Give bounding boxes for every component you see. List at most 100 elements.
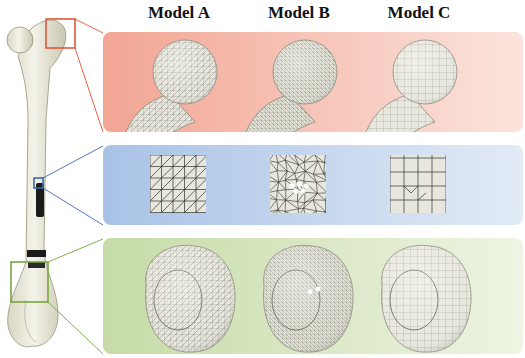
mesh-edge [162,167,174,179]
mesh-edge [196,167,206,179]
mesh-edge [150,190,162,202]
mesh-edge [304,162,305,171]
mesh-edge [277,191,285,200]
mesh-edge [304,192,305,202]
mesh-edge [313,200,326,212]
mesh-edge [325,155,326,163]
mesh-edge [286,189,298,200]
shaft-mesh-patches [150,151,450,224]
mesh-edge [313,161,317,174]
mesh-edge [277,199,286,200]
mesh-edge [316,182,318,193]
mesh-edge [305,171,316,182]
mesh-edge [295,173,296,179]
mesh-edge [185,167,197,179]
mesh-edge [285,180,298,189]
mesh-edge [162,190,174,202]
mesh-edge [196,178,206,190]
mesh-edge [285,190,286,200]
implant-plate [27,250,46,257]
mesh-patch [390,155,446,213]
mesh-marker [300,188,305,193]
mesh-edge [173,178,185,190]
mesh-edge [298,209,299,213]
mesh-edge [313,174,326,180]
mesh-edge [432,155,433,213]
mesh-edge [185,155,197,167]
mesh-edge [270,161,278,163]
mesh-edge [162,213,174,214]
mesh-edge [279,182,286,189]
mesh-edge [270,198,277,200]
mesh-edge [279,180,285,182]
mesh-edge [173,155,185,167]
mesh-edge [277,170,287,171]
mesh-edge [277,171,279,183]
mesh-edge [162,178,174,190]
mesh-edge [285,200,286,211]
mesh-patch [150,155,206,213]
mesh-edge [276,191,278,200]
mesh-marker [293,188,298,193]
mesh-edge [185,190,197,202]
mesh-edge [306,211,317,213]
mesh-edge [297,202,304,203]
mesh-edge [285,155,286,160]
mesh-edge [446,155,447,213]
mesh-edge [162,201,174,213]
mesh-edge [173,213,185,214]
mesh-edge [150,178,206,179]
mesh-edge [304,208,306,213]
mesh-edge [150,155,162,167]
mesh-edge [313,193,317,199]
mesh-edge [270,171,277,175]
mesh-edge [196,155,197,213]
mesh-edge [173,155,174,213]
zoom-marker [11,19,103,354]
mesh-edge [196,155,206,167]
mesh-edge [297,202,298,209]
mesh-edge [326,203,327,212]
column-header: Model B [268,4,330,23]
mesh-edge [304,161,318,162]
mesh-edge [295,165,299,174]
mesh-edge [318,161,324,174]
mesh-edge [294,155,304,162]
mesh-edge [150,167,162,179]
mesh-marker [289,183,294,188]
mesh-edge [150,201,162,213]
mesh-edge [316,182,326,193]
mesh-edge [185,201,197,213]
mesh-marker [303,183,308,188]
mesh-edge [317,192,326,194]
mesh-edge [150,155,151,213]
mesh-edge [314,212,325,213]
mesh-edge [150,201,206,202]
mesh-edge [150,189,206,190]
mesh-edge [304,200,313,208]
implant-plate [28,262,45,268]
row-band [103,145,523,225]
mesh-edge [277,162,279,170]
mesh-edge [270,161,277,171]
mesh-edge [314,211,316,213]
mesh-edge [404,186,411,193]
mesh-edge [316,181,326,183]
mesh-edge [277,182,279,190]
mesh-edge [324,174,326,182]
mesh-edge [411,186,418,193]
mesh-edge [304,181,317,182]
femur [7,20,66,347]
mesh-edge [304,181,318,193]
condyle-mesh [145,245,235,352]
mesh-edge [325,200,326,212]
mesh-edge [324,171,326,174]
head-mesh [125,40,217,132]
mesh-edge [270,174,279,182]
mesh-edge [150,155,206,156]
head-mesh [245,40,337,132]
head-mesh [365,40,457,132]
mesh-edge [325,193,326,200]
